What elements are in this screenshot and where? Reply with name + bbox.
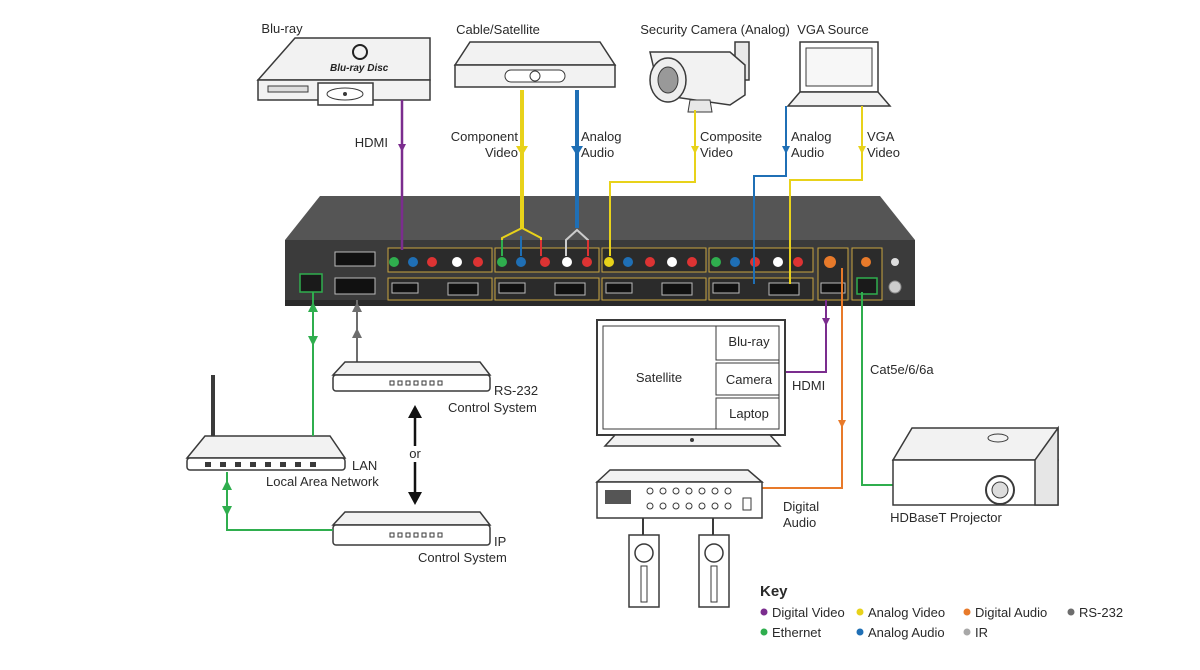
lan-line2: Local Area Network — [266, 474, 379, 489]
hdbaset-projector — [891, 425, 1059, 506]
legend-key: Key Digital Video Analog Video Digital A… — [760, 583, 1123, 640]
tv-pip-laptop: Laptop — [729, 406, 769, 421]
label-hdmi-top: HDMI — [355, 135, 388, 150]
or-label: or — [409, 446, 421, 461]
lan-port — [299, 273, 323, 293]
label-composite-1: Composite — [700, 129, 762, 144]
key-item-analog-video: Analog Video — [856, 605, 945, 620]
key-item-ethernet: Ethernet — [760, 625, 822, 640]
key-title: Key — [760, 583, 788, 600]
vga-source-label: VGA Source — [797, 22, 869, 37]
key-item-rs232: RS-232 — [1067, 605, 1123, 620]
label-vga-video-2: Video — [867, 145, 900, 160]
audio-receiver — [595, 469, 765, 535]
label-analog-audio-1a: Analog — [581, 129, 621, 144]
label-hdmi-out: HDMI — [792, 378, 825, 393]
svg-text:RS-232: RS-232 — [1079, 605, 1123, 620]
tv-display — [596, 319, 786, 447]
speaker-left — [628, 534, 660, 608]
rs232-loop-port — [334, 251, 376, 267]
ip-line1: IP — [494, 534, 506, 549]
svg-text:Analog Audio: Analog Audio — [868, 625, 945, 640]
label-digital-audio-2: Audio — [783, 515, 816, 530]
label-composite-2: Video — [700, 145, 733, 160]
hdmi-vga-ports — [391, 282, 800, 296]
cable-digital-audio — [762, 268, 843, 489]
label-digital-audio-1: Digital — [783, 499, 819, 514]
camera-label: Security Camera (Analog) — [640, 22, 790, 37]
projector-label: HDBaseT Projector — [890, 510, 1002, 525]
ip-control-box — [331, 511, 492, 546]
bluray-label: Blu-ray — [261, 21, 303, 36]
cable-ethernet-ip — [226, 472, 333, 531]
key-item-digital-audio: Digital Audio — [963, 605, 1047, 620]
key-item-digital-video: Digital Video — [760, 605, 845, 620]
matrix-switcher-chassis — [285, 196, 915, 306]
tv-pip-bluray: Blu-ray — [728, 334, 770, 349]
label-component-1: Component — [451, 129, 519, 144]
cable-vga-video — [789, 106, 863, 284]
rs232-line2: Control System — [448, 400, 537, 415]
svg-text:Analog Video: Analog Video — [868, 605, 945, 620]
tv-main-label: Satellite — [636, 370, 682, 385]
speaker-right — [698, 534, 730, 608]
label-analog-audio-2a: Analog — [791, 129, 831, 144]
label-vga-video-1: VGA — [867, 129, 895, 144]
svg-text:Digital Audio: Digital Audio — [975, 605, 1047, 620]
svg-text:Ethernet: Ethernet — [772, 625, 822, 640]
cable-satellite-box — [453, 41, 617, 88]
cable-hdmi-out — [786, 300, 827, 373]
label-analog-audio-2b: Audio — [791, 145, 824, 160]
svg-text:Digital Video: Digital Video — [772, 605, 845, 620]
key-item-ir: IR — [963, 625, 988, 640]
rs232-line1: RS-232 — [494, 383, 538, 398]
digital-audio-out-jack — [824, 256, 836, 268]
security-camera — [649, 41, 750, 113]
cable-analog-audio-vga — [753, 106, 787, 284]
hdmi-out-port — [820, 282, 846, 294]
label-analog-audio-1b: Audio — [581, 145, 614, 160]
bluray-player: Blu-ray Disc — [256, 37, 431, 106]
lan-line1: LAN — [352, 458, 377, 473]
cable-label: Cable/Satellite — [456, 22, 540, 37]
lan-router — [185, 375, 347, 471]
tv-pip-camera: Camera — [726, 372, 773, 387]
bluray-logo: Blu-ray Disc — [330, 63, 389, 74]
ip-line2: Control System — [418, 550, 507, 565]
label-component-2: Video — [485, 145, 518, 160]
vga-laptop — [786, 41, 892, 107]
svg-text:IR: IR — [975, 625, 988, 640]
cable-hdbaset — [861, 292, 895, 486]
hdbaset-out-port — [856, 277, 878, 295]
rs232-port — [334, 277, 376, 295]
key-item-analog-audio: Analog Audio — [856, 625, 945, 640]
rs232-control-box — [331, 361, 492, 392]
label-cat5: Cat5e/6/6a — [870, 362, 934, 377]
rca-jacks — [389, 257, 803, 267]
